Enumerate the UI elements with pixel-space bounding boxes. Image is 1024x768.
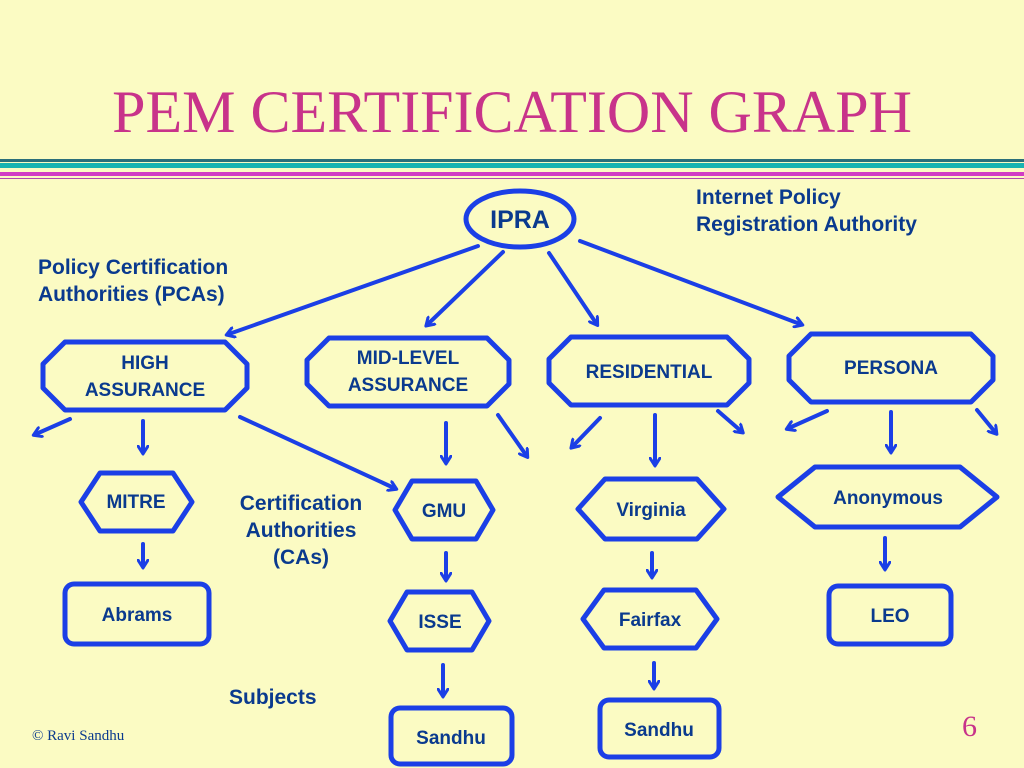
node-gmu: GMU [392,478,496,542]
node-mitre-label: MITRE [106,492,165,513]
annotation-cas-line1: Certification [239,492,363,515]
slide-title: PEM CERTIFICATION GRAPH [112,79,912,145]
node-persona: PERSONA [786,331,996,405]
edge-persona-open-left [789,409,829,428]
edge-res-open-right [716,409,741,431]
page-number: 6 [962,710,977,743]
node-isse: ISSE [387,589,492,653]
annotation-cas: Certification Authorities (CAs) [222,490,380,571]
node-high-assurance-label-2: ASSURANCE [85,380,205,401]
title-rule-teal [0,163,1024,168]
edge-ipra-residential [547,251,596,323]
annotation-pcas-line1: Policy Certification [38,256,229,279]
node-residential: RESIDENTIAL [546,334,752,408]
node-gmu-label: GMU [422,501,466,522]
title-rule-magenta [0,172,1024,176]
annotation-ipra-line2: Registration Authority [696,213,917,236]
annotation-pcas: Policy Certification Authorities (PCAs) [38,254,228,308]
node-persona-label: PERSONA [844,358,938,379]
edge-res-open-left [573,416,602,446]
node-abrams: Abrams [62,581,212,647]
edge-ipra-mid-level [428,250,505,324]
node-sandhu-fairfax-label: Sandhu [624,720,694,741]
title-rule-thin [0,178,1024,179]
edge-mid-open-right [496,413,526,455]
node-sandhu-gmu: Sandhu [388,705,515,767]
node-leo: LEO [826,583,954,647]
annotation-cas-line2: Authorities [245,519,357,542]
node-mitre: MITRE [78,470,195,534]
node-fairfax: Fairfax [580,587,720,651]
node-residential-label: RESIDENTIAL [586,362,713,383]
node-mid-level-label-2: ASSURANCE [348,375,468,396]
node-fairfax-label: Fairfax [619,610,682,631]
edge-high-open-left [36,417,72,434]
node-ipra: IPRA [463,188,577,250]
annotation-pcas-line2: Authorities (PCAs) [38,283,225,306]
node-abrams-label: Abrams [102,605,173,626]
node-isse-label: ISSE [418,612,461,633]
node-sandhu-gmu-label: Sandhu [416,728,486,749]
edge-ipra-persona [578,239,800,324]
node-mid-level-assurance: MID-LEVEL ASSURANCE [304,335,512,409]
node-anonymous: Anonymous [775,464,1000,530]
node-virginia-label: Virginia [616,500,686,521]
node-leo-label: LEO [870,606,909,627]
node-mid-level-label-1: MID-LEVEL [357,348,460,369]
node-ipra-label: IPRA [490,206,550,234]
node-anonymous-label: Anonymous [833,488,943,509]
footer-copyright: © Ravi Sandhu [32,728,125,744]
node-high-assurance: HIGH ASSURANCE [40,339,250,413]
node-high-assurance-label-1: HIGH [121,353,169,374]
node-virginia: Virginia [575,476,727,542]
annotation-ipra-full: Internet Policy Registration Authority [696,184,917,238]
annotation-cas-line3: (CAs) [273,546,329,569]
edge-ipra-high-assurance [229,244,480,334]
edges [36,239,995,694]
annotation-subjects: Subjects [229,686,317,709]
edge-persona-open-right [975,408,995,432]
node-sandhu-fairfax: Sandhu [597,697,722,760]
edge-high-gmu [238,415,394,488]
annotation-ipra-line1: Internet Policy [696,186,841,209]
title-rule-dark [0,159,1024,162]
